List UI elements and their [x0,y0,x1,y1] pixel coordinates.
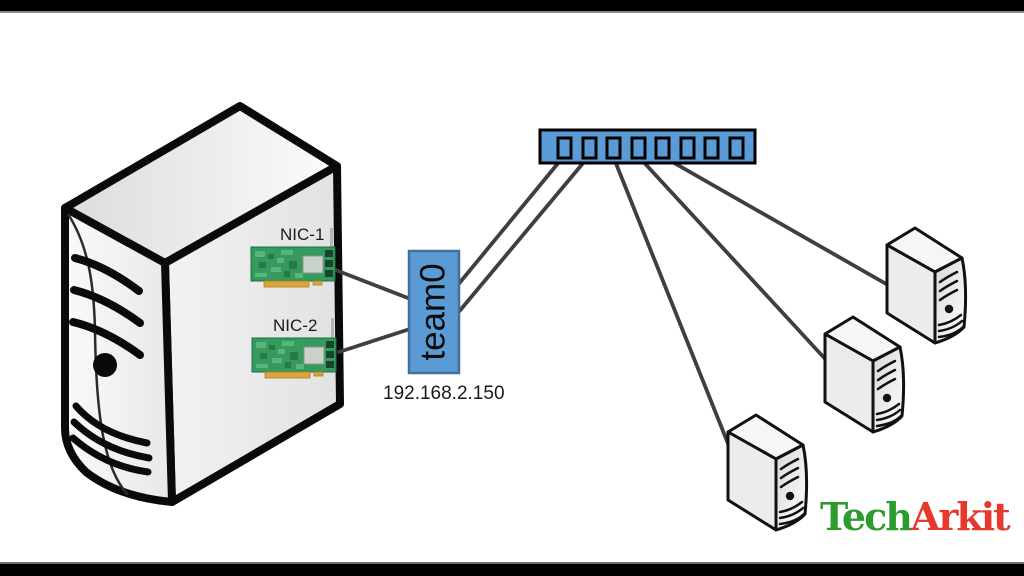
team0-node [407,249,461,375]
server-bottom-vents [69,402,153,476]
client-computer-2 [823,315,906,434]
team0-label-box: team0 [409,251,459,373]
team0-ip-label: 192.168.2.150 [383,383,505,404]
nic2-label: NIC-2 [273,316,318,335]
switch-port [605,136,622,160]
server-tower [61,102,344,506]
edge-nic2-team0 [337,326,415,354]
server-vent-lines [69,254,144,359]
switch-ports [556,136,745,160]
logo-part-green: Tech [820,494,913,539]
nic1-bracket [330,228,333,250]
team0-label: team0 [414,263,453,361]
techarkit-logo: TechArkit [820,494,1011,539]
nic1-card [250,246,336,288]
server-power-button [93,353,117,377]
edge-port3-client3 [611,154,737,463]
switch-port [703,136,720,160]
connector-lines [331,154,890,463]
edge-team0-port2 [455,154,591,316]
switch-port [679,136,696,160]
edge-nic1-team0 [331,267,415,302]
logo-part-red: Arkit [910,494,1011,539]
switch-port [630,136,647,160]
switch-port [581,136,598,160]
edge-port4-client2 [636,154,830,364]
switch-node [538,128,757,165]
switch-port [654,136,671,160]
nic2-card [251,337,337,379]
letterbox-top [0,0,1024,13]
client-computer-3 [726,413,809,532]
edge-port5-client1 [660,154,890,287]
letterbox-bottom [0,562,1024,576]
client-computer-1 [885,226,968,345]
nic2-bracket [331,318,334,340]
nic1-label: NIC-1 [280,225,325,244]
switch-port [556,136,573,160]
switch-port [728,136,745,160]
edge-team0-port1 [455,154,566,288]
